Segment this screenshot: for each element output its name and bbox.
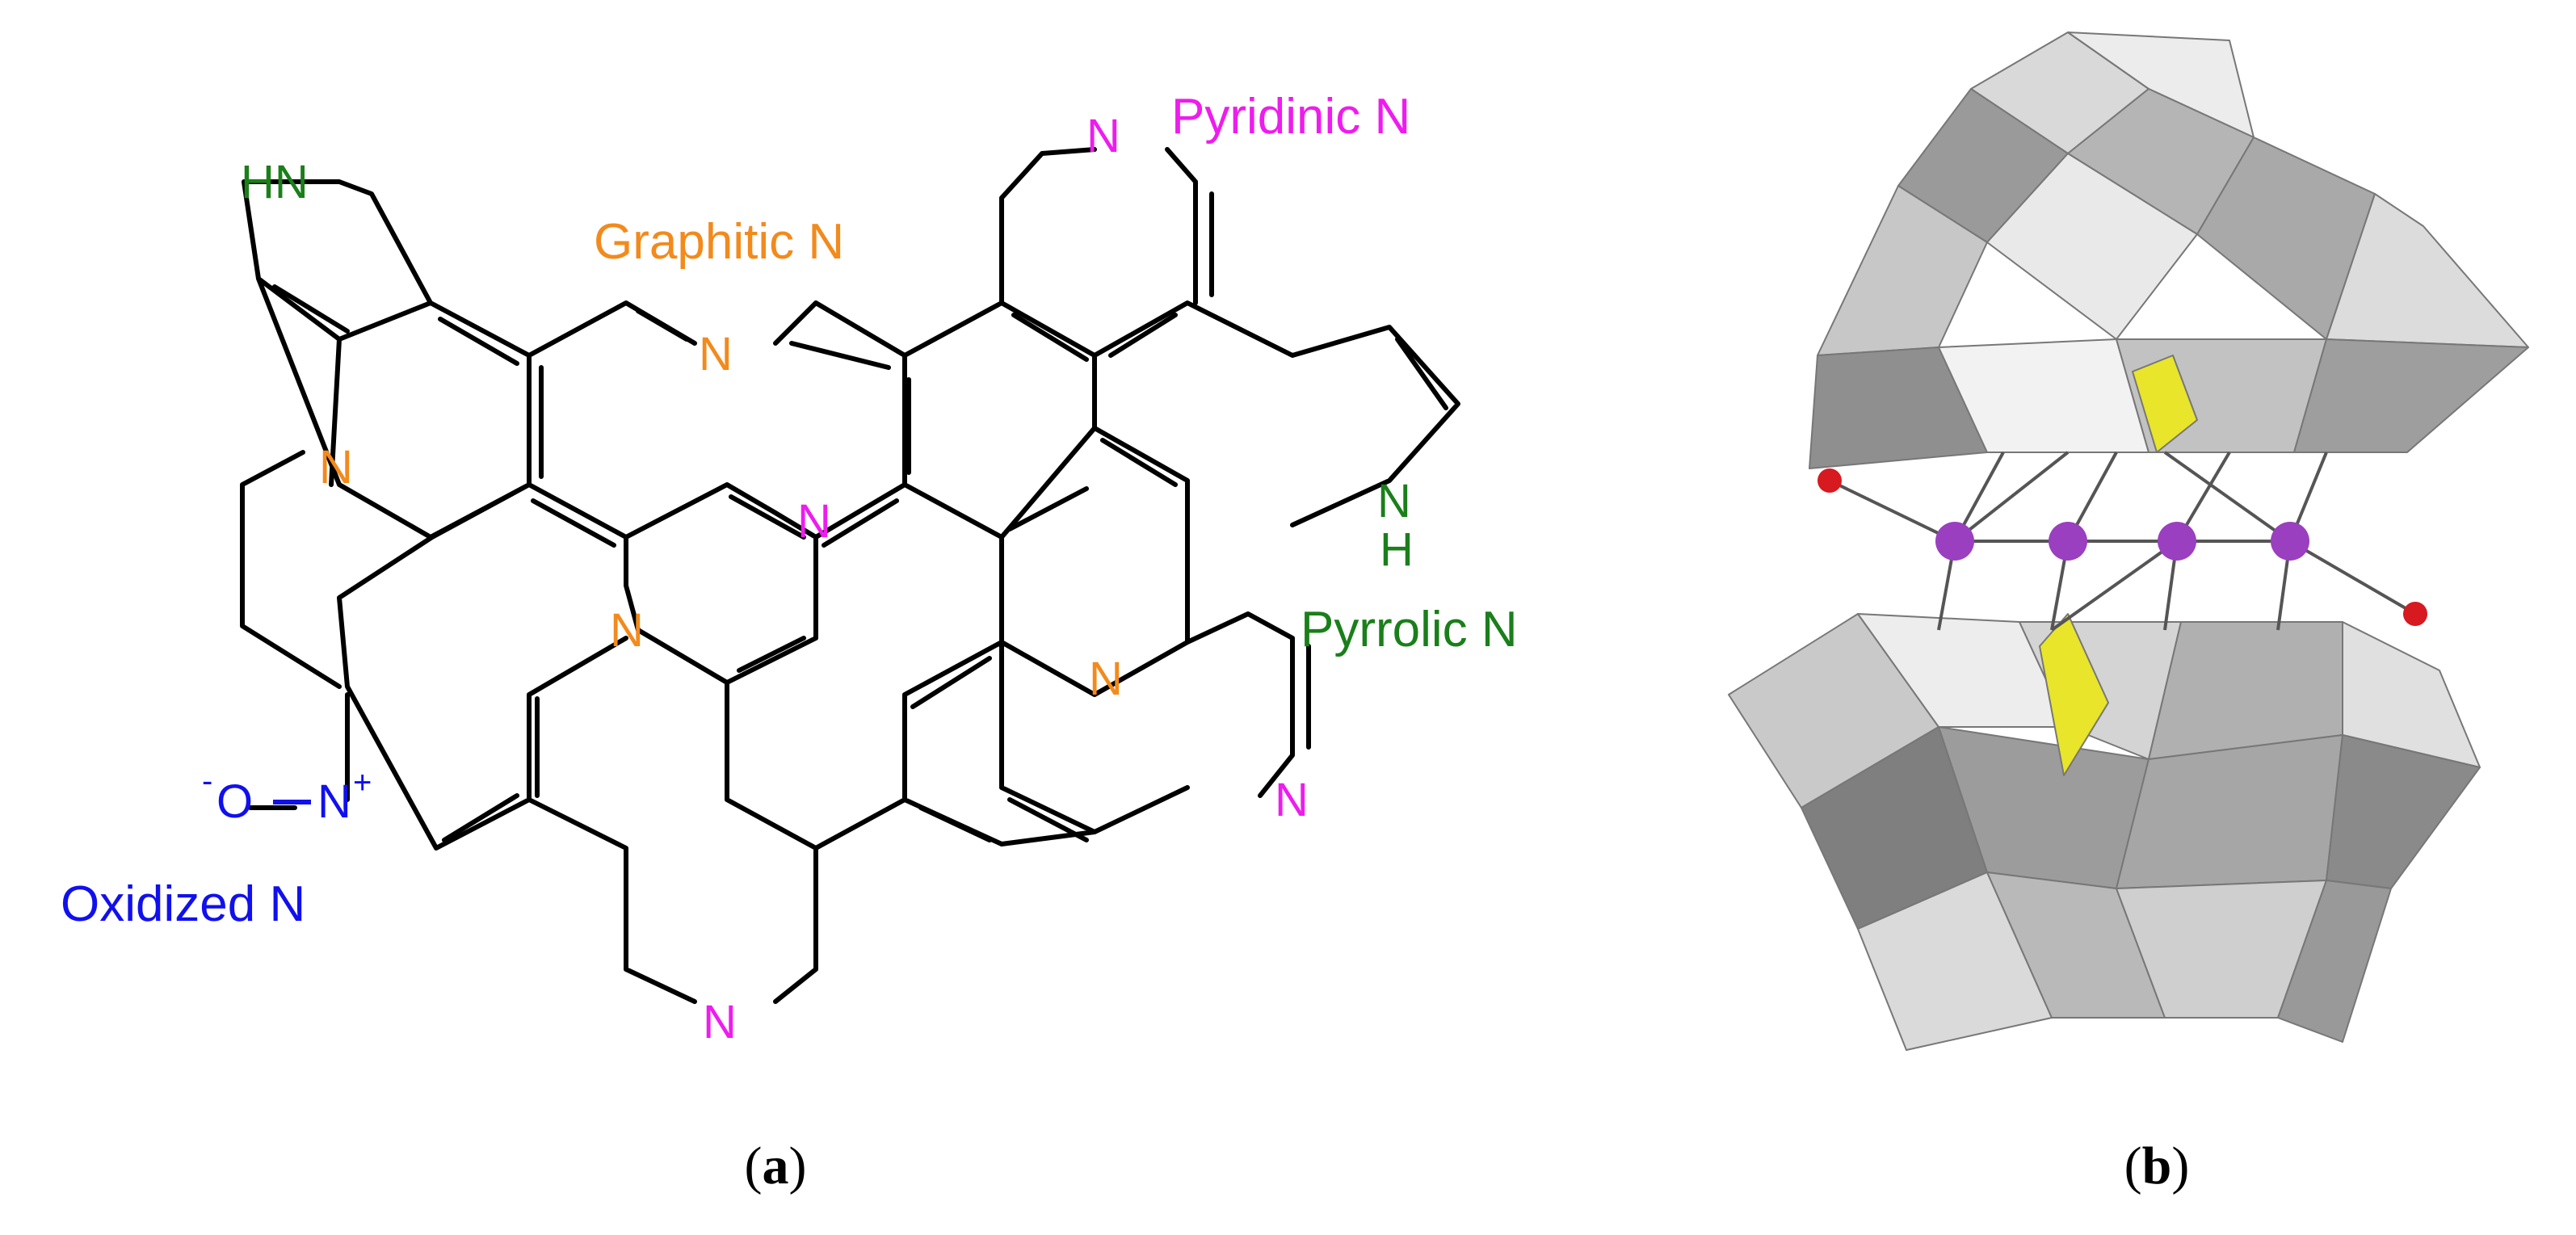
caption-b: (b)	[2124, 1136, 2190, 1195]
bond-line	[2050, 540, 2179, 632]
bond-line	[2163, 451, 2292, 543]
label-oxidized-n: Oxidized N	[61, 876, 305, 932]
atom-pyridinic-n-middle: N	[797, 495, 831, 548]
panel-a-category-labels: Pyridinic N Graphitic N Pyrrolic N Oxidi…	[61, 89, 1518, 932]
atom-pyridinic-n-bottom: N	[703, 996, 737, 1048]
metal-atom-3	[2158, 522, 2196, 561]
metal-atom-2	[2049, 522, 2087, 561]
atom-graphitic-n-4: N	[1089, 653, 1123, 705]
panel-b-polyhedra	[1728, 32, 2529, 1051]
atom-pyrrolic-nh-h: H	[1380, 523, 1414, 576]
caption-a: (a)	[745, 1136, 807, 1195]
panel-a-atoms: N HN N N N N N N H N N - O N +	[202, 110, 1414, 1048]
atom-pyrrolic-nh-n: N	[1377, 475, 1411, 527]
label-pyridinic-n: Pyridinic N	[1171, 89, 1410, 145]
bond-line	[2288, 540, 2417, 615]
atom-pyridinic-n-right: N	[1275, 774, 1309, 826]
double-bonds	[272, 191, 1448, 842]
bond-network	[240, 147, 1460, 1004]
bond-line	[1953, 451, 2070, 543]
polyhedron	[2277, 880, 2392, 1043]
polyhedron	[2293, 338, 2529, 453]
atom-oxide-n: N	[317, 775, 351, 828]
bond-line	[1829, 479, 1956, 543]
atom-hn-pyrrolic: HN	[241, 156, 309, 208]
atom-graphitic-n-1: N	[699, 328, 733, 380]
atom-oxide-o: O	[216, 775, 253, 828]
label-graphitic-n: Graphitic N	[594, 214, 844, 270]
panel-a-structure	[240, 147, 1460, 1004]
atom-oxide-plus: +	[353, 765, 372, 800]
oxygen-atom-left	[1817, 468, 1842, 493]
atom-graphitic-n-2: N	[319, 441, 353, 494]
oxygen-atom-right	[2403, 602, 2427, 626]
atom-graphitic-n-3: N	[610, 604, 644, 657]
label-pyrrolic-n: Pyrrolic N	[1301, 602, 1518, 657]
panel-b-atoms	[1817, 451, 2427, 632]
heteroatom-upper	[2132, 355, 2198, 453]
atom-oxide-minus: -	[202, 763, 212, 799]
metal-atom-1	[1935, 522, 1974, 561]
atom-pyridinic-n-top: N	[1086, 110, 1120, 162]
metal-atom-4	[2271, 522, 2309, 561]
